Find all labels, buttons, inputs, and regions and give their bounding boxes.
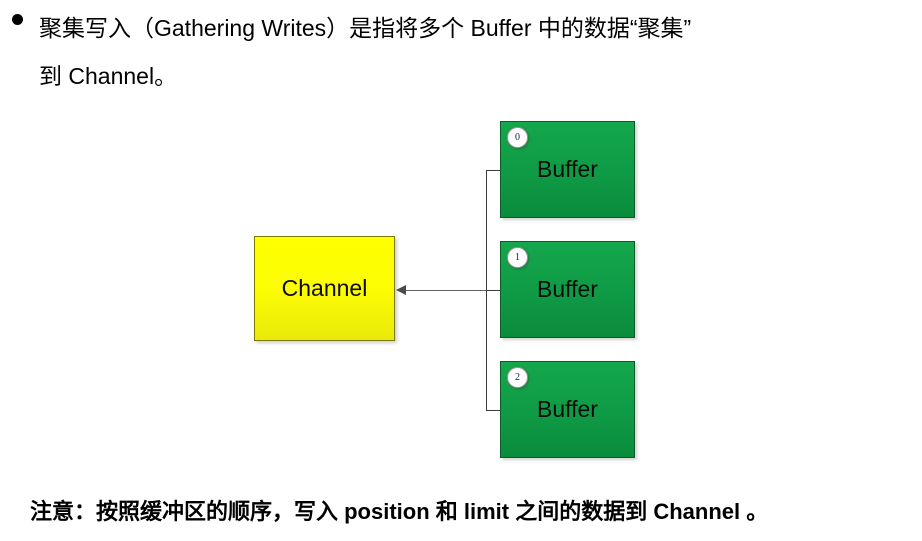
note-text: 注意：按照缓冲区的顺序，写入 position 和 limit 之间的数据到 C… [30,499,769,524]
bracket-connector-stub-2 [486,410,502,411]
channel-node[interactable]: Channel [254,236,395,341]
buffer-node-label-2: Buffer [537,396,598,422]
channel-node-label: Channel [281,275,368,301]
intro-line-1: 聚集写入（Gathering Writes）是指将多个 Buffer 中的数据“… [39,15,692,41]
buffer-node-label-1: Buffer [537,276,598,302]
write-arrow-line [406,290,500,291]
gathering-writes-diagram: Channel 0 Buffer 1 Buffer 2 Buffer [0,100,922,480]
bullet-dot-icon [12,14,23,25]
intro-paragraph-lines: 聚集写入（Gathering Writes）是指将多个 Buffer 中的数据“… [39,4,912,100]
buffer-node-label-0: Buffer [537,156,598,182]
buffer-index-badge-2: 2 [507,367,528,388]
bracket-connector-stub-1 [486,290,502,291]
buffer-node-2[interactable]: 2 Buffer [500,361,635,458]
intro-line-2: 到 Channel。 [39,63,178,89]
buffer-index-badge-0: 0 [507,127,528,148]
bracket-connector-stub-0 [486,170,502,171]
buffer-node-0[interactable]: 0 Buffer [500,121,635,218]
write-arrow-head-icon [396,285,406,295]
bullet-row: 聚集写入（Gathering Writes）是指将多个 Buffer 中的数据“… [12,4,912,100]
buffer-node-1[interactable]: 1 Buffer [500,241,635,338]
buffer-index-badge-1: 1 [507,247,528,268]
